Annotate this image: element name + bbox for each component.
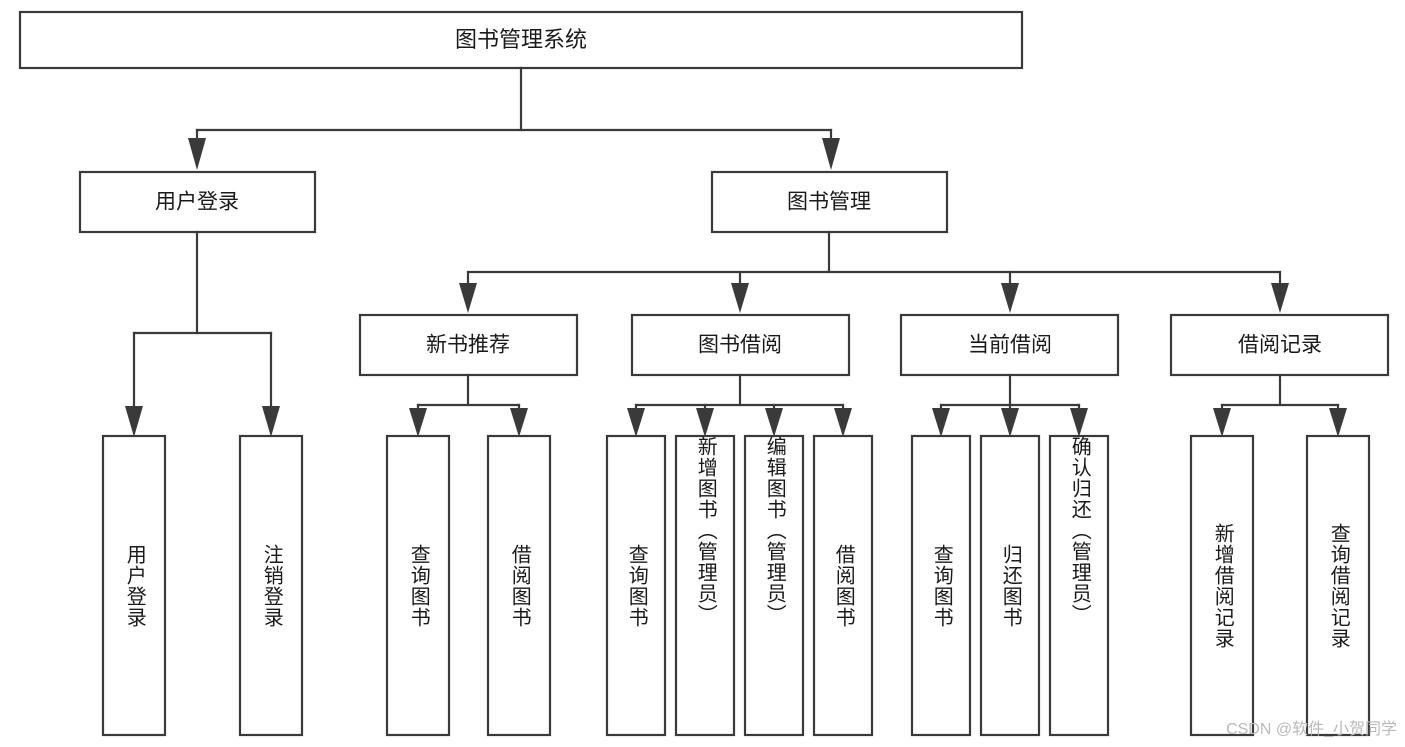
node-current-borrow[interactable]: 当前借阅: [899, 313, 1120, 377]
leaf-box-query-book-1[interactable]: [385, 434, 451, 737]
book-management-label: 图书管理: [787, 191, 871, 214]
leaf-box-return-book[interactable]: [979, 434, 1041, 737]
leaf-box-add-book[interactable]: [674, 434, 736, 737]
leaf-box-query-book-2[interactable]: [605, 434, 667, 737]
arrowhead-icon: [834, 408, 852, 437]
arrowhead-icon: [765, 408, 783, 437]
connector-book-management-to-level3: [459, 230, 1289, 313]
arrowhead-icon: [627, 408, 645, 437]
new-book-recommend-label: 新书推荐: [426, 334, 510, 357]
leaf-box-borrow-book-1[interactable]: [486, 434, 552, 737]
user-login-box[interactable]: [78, 170, 317, 234]
borrow-record-label: 借阅记录: [1238, 334, 1322, 357]
connector-borrow-record-to-leaves: [1213, 373, 1347, 437]
arrowhead-icon: [1001, 408, 1019, 437]
book-borrow-label: 图书借阅: [698, 334, 782, 357]
leaf-box-add-record[interactable]: [1189, 434, 1255, 737]
csdn-watermark: CSDN @软件_小贺同学: [1226, 721, 1397, 738]
arrowhead-icon: [731, 283, 749, 313]
arrowhead-icon: [1001, 283, 1019, 313]
node-book-management[interactable]: 图书管理: [710, 170, 949, 234]
connector-book-borrow-to-leaves: [627, 373, 852, 437]
arrowhead-icon: [1329, 408, 1347, 437]
connector-current-borrow-to-leaves: [932, 373, 1088, 437]
arrowhead-icon: [125, 406, 143, 437]
root-box[interactable]: [18, 10, 1024, 70]
arrowhead-icon: [1213, 408, 1231, 437]
root-label: 图书管理系统: [455, 27, 587, 52]
arrowhead-icon: [932, 408, 950, 437]
new-book-recommend-box[interactable]: [358, 313, 579, 377]
node-book-borrow[interactable]: 图书借阅: [630, 313, 851, 377]
leaf-box-query-record[interactable]: [1305, 434, 1371, 737]
arrowhead-icon: [1070, 408, 1088, 437]
leaf-box-edit-book[interactable]: [743, 434, 805, 737]
arrowhead-icon: [1271, 283, 1289, 313]
connector-user-login-to-leaves: [125, 230, 280, 437]
node-user-login[interactable]: 用户登录: [78, 170, 317, 234]
leaf-box-user-login[interactable]: [101, 434, 167, 737]
arrowhead-icon: [696, 408, 714, 437]
current-borrow-label: 当前借阅: [968, 334, 1052, 357]
arrowhead-icon: [262, 406, 280, 437]
node-new-book-recommend[interactable]: 新书推荐: [358, 313, 579, 377]
arrowhead-icon: [459, 283, 477, 313]
arrowhead-icon: [409, 408, 427, 437]
current-borrow-box[interactable]: [899, 313, 1120, 377]
leaf-box-logout[interactable]: [238, 434, 304, 737]
connector-new-book-recommend-to-leaves: [409, 373, 528, 437]
arrowhead-icon: [510, 408, 528, 437]
leaf-box-borrow-book-2[interactable]: [812, 434, 874, 737]
leaf-box-confirm-return[interactable]: [1048, 434, 1110, 737]
arrowhead-icon: [188, 138, 206, 170]
connector-root-to-level2: [188, 66, 840, 170]
user-login-label: 用户登录: [155, 191, 239, 214]
leaf-box-query-book-3[interactable]: [910, 434, 972, 737]
node-root[interactable]: 图书管理系统: [18, 10, 1024, 70]
arrowhead-icon: [822, 138, 840, 170]
node-borrow-record[interactable]: 借阅记录: [1169, 313, 1390, 377]
